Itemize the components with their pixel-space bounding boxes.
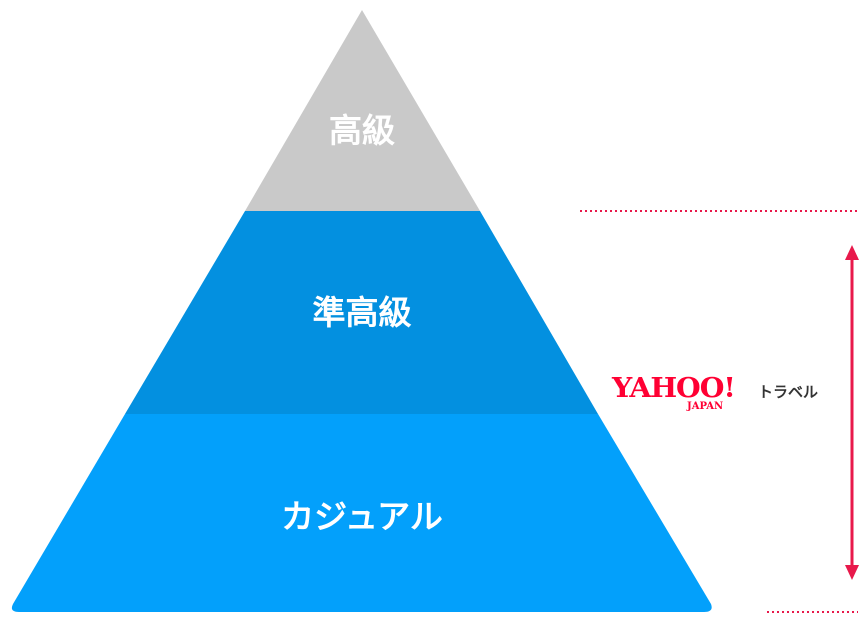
range-arrow-up-icon xyxy=(845,245,859,260)
yahoo-japan-label: JAPAN xyxy=(687,401,724,412)
tier-luxury-label: 高級 xyxy=(329,111,395,150)
range-arrow-down-icon xyxy=(845,565,859,580)
tier-luxury xyxy=(245,10,480,211)
tier-upper-midscale xyxy=(125,211,598,414)
service-name: トラベル xyxy=(758,383,819,401)
brand-yahoo-travel: YAHOO! JAPAN トラベル xyxy=(612,374,852,418)
tier-casual xyxy=(11,414,712,612)
yahoo-logo: YAHOO! xyxy=(612,373,736,404)
tier-casual-label: カジュアル xyxy=(281,497,443,536)
tier-upper-midscale-label: 準高級 xyxy=(313,293,412,332)
